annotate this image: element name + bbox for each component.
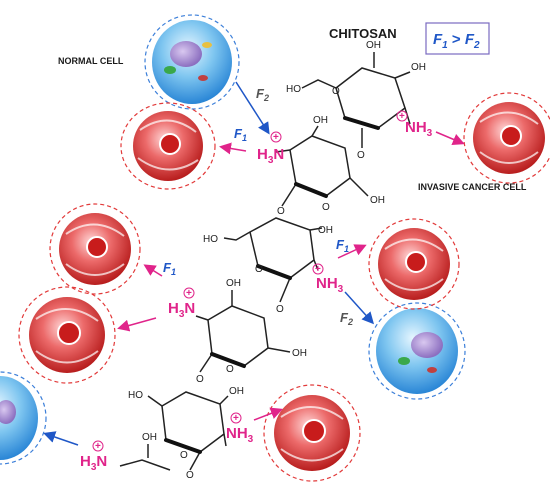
amine-group-2: + H3N (257, 131, 284, 166)
svg-text:+: + (95, 441, 101, 452)
f1-arrow-4 (117, 317, 157, 332)
cancer-cell-label: INVASIVE CANCER CELL (418, 182, 527, 192)
f1-label-1: F1 (234, 126, 247, 143)
ho-label-3: HO (128, 390, 143, 401)
f1-label-3: F1 (336, 237, 349, 254)
cancer-cell-6 (263, 384, 361, 482)
cancer-cell-3 (49, 203, 141, 295)
cancer-cell-4 (368, 218, 460, 310)
amine-group-1: + NH3 (396, 110, 433, 139)
svg-text:NH3: NH3 (316, 275, 344, 295)
svg-text:+: + (273, 132, 279, 143)
f2-arrow-3 (43, 431, 79, 446)
oh-label-1: OH (366, 40, 381, 51)
svg-text:H3N: H3N (80, 453, 107, 473)
amine-group-4: + H3N (168, 287, 195, 320)
cancer-cell-1 (120, 102, 216, 190)
oh-label-7: OH (292, 348, 307, 359)
svg-text:H3N: H3N (168, 300, 195, 320)
normal-cell-label: NORMAL CELL (58, 56, 124, 66)
oh-label-3: OH (313, 115, 328, 126)
o-label-3: O (322, 202, 330, 213)
oh-label-6: OH (226, 278, 241, 289)
amine-group-6: + H3N (80, 440, 107, 473)
oh-label-8: OH (229, 386, 244, 397)
o-label-7: O (226, 364, 234, 375)
f2-label-2: F2 (340, 310, 353, 327)
oh-label-4: OH (370, 195, 385, 206)
f1-arrow-6 (253, 407, 283, 421)
amine-group-3: + NH3 (312, 263, 344, 295)
f1-arrow-3 (143, 264, 163, 277)
legend-text: F1 > F2 (433, 31, 480, 51)
svg-text:+: + (315, 264, 321, 275)
f2-arrow-2 (344, 291, 375, 325)
ho-label-1: HO (286, 84, 301, 95)
oh-label-5: OH (318, 225, 333, 236)
f2-label-1: F2 (256, 86, 269, 103)
svg-text:+: + (186, 288, 192, 299)
cancer-cell-5 (18, 286, 116, 384)
o-label-4: O (277, 206, 285, 217)
o-label-9: O (180, 450, 188, 461)
o-label-2: O (357, 150, 365, 161)
normal-cell-right (368, 302, 466, 400)
ho-label-2: HO (203, 234, 218, 245)
svg-text:H3N: H3N (257, 146, 284, 166)
svg-text:NH3: NH3 (405, 119, 433, 139)
f1-label-2: F1 (163, 260, 176, 277)
chitosan-title: CHITOSAN (329, 26, 397, 41)
o-label-6: O (276, 304, 284, 315)
normal-cell-left-partial (0, 371, 47, 465)
svg-text:NH3: NH3 (226, 425, 254, 445)
o-label-8: O (196, 374, 204, 385)
amine-group-5: + NH3 (226, 412, 254, 445)
o-label-5: O (255, 264, 263, 275)
f1-arrow-2 (435, 131, 465, 146)
f1-arrow-5 (337, 244, 367, 259)
svg-text:+: + (233, 413, 239, 424)
oh-label-2: OH (411, 62, 426, 73)
legend-box (425, 22, 490, 55)
o-label-1: O (332, 86, 340, 97)
f1-arrow-1 (219, 142, 247, 155)
svg-text:+: + (399, 111, 405, 122)
oh-label-9: OH (142, 432, 157, 443)
cancer-cell-2 (463, 92, 550, 184)
normal-cell-top (144, 14, 240, 110)
o-label-10: O (186, 470, 194, 481)
f2-arrow-1 (235, 81, 270, 135)
